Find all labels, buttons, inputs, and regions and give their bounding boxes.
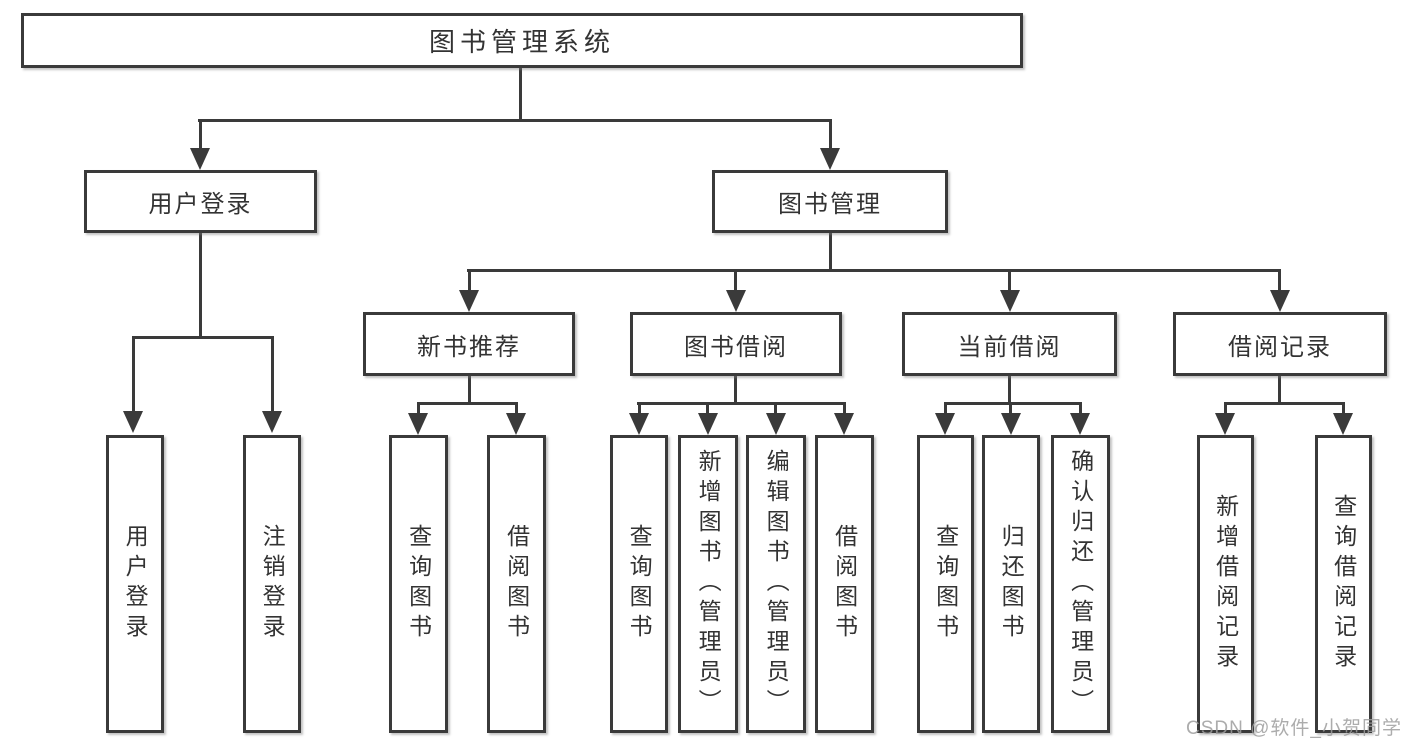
- arrow-user-login-head: [190, 148, 210, 170]
- leaf-br-add-record: 新增借阅记录: [1197, 435, 1254, 733]
- arrow-new-book-recommend-head: [459, 290, 479, 312]
- arrow-bb-add-stem: [706, 403, 709, 415]
- leaf-bb-edit-book-admin: 编辑图书（管理员）: [746, 435, 806, 733]
- arrow-cb-query-head: [935, 413, 955, 435]
- node-book-borrow: 图书借阅: [630, 312, 842, 376]
- arrow-cb-return-stem: [1009, 403, 1012, 415]
- arrow-user-login-stem: [199, 119, 202, 150]
- leaf-br-add-record-label: 新增借阅记录: [1212, 494, 1239, 674]
- connector-user-login-stem: [199, 233, 202, 338]
- node-library-system: 图书管理系统: [21, 13, 1023, 68]
- connector-borrow-records-stem: [1278, 376, 1281, 405]
- arrow-bb-edit-stem: [774, 403, 777, 415]
- leaf-bb-add-book-admin: 新增图书（管理员）: [678, 435, 738, 733]
- leaf-nb-query-books: 查询图书: [389, 435, 448, 733]
- connector-root-stem: [519, 68, 522, 122]
- arrow-book-borrow-stem: [734, 271, 737, 292]
- csdn-watermark: CSDN @软件_小贺同学: [1186, 718, 1402, 739]
- arrow-nb-query-stem: [417, 403, 420, 415]
- arrow-bb-borrow-stem: [843, 403, 846, 415]
- arrow-br-query-head: [1333, 413, 1353, 435]
- arrow-br-add-stem: [1224, 403, 1227, 415]
- arrow-leaf-user-login-stem: [132, 336, 135, 413]
- arrow-leaf-logout-head: [262, 411, 282, 433]
- node-borrow-records-label: 借阅记录: [1228, 333, 1332, 361]
- arrow-borrow-records-head: [1270, 290, 1290, 312]
- arrow-bb-borrow-head: [834, 413, 854, 435]
- arrow-current-borrow-stem: [1008, 271, 1011, 292]
- leaf-cb-return-books: 归还图书: [982, 435, 1040, 733]
- connector-level2-bar: [467, 269, 1281, 272]
- connector-new-book-recommend-bar: [417, 402, 518, 405]
- leaf-cb-query-books-label: 查询图书: [932, 524, 959, 644]
- node-book-borrow-label: 图书借阅: [684, 333, 788, 361]
- leaf-bb-borrow-books: 借阅图书: [815, 435, 874, 733]
- node-library-system-label: 图书管理系统: [428, 27, 615, 57]
- node-user-login: 用户登录: [84, 170, 317, 233]
- leaf-br-query-record: 查询借阅记录: [1315, 435, 1372, 733]
- leaf-bb-edit-book-admin-label: 编辑图书（管理员）: [763, 449, 790, 719]
- arrow-new-book-recommend-stem: [468, 271, 471, 292]
- arrow-nb-borrow-head: [506, 413, 526, 435]
- node-current-borrow: 当前借阅: [902, 312, 1117, 376]
- leaf-cb-query-books: 查询图书: [917, 435, 974, 733]
- connector-book-borrow-stem: [734, 376, 737, 405]
- leaf-cb-confirm-return-admin-label: 确认归还（管理员）: [1067, 449, 1094, 719]
- connector-user-login-bar: [132, 336, 274, 339]
- arrow-br-query-stem: [1342, 403, 1345, 415]
- arrow-cb-confirm-stem: [1079, 403, 1082, 415]
- leaf-bb-add-book-admin-label: 新增图书（管理员）: [695, 449, 722, 719]
- connector-borrow-records-bar: [1224, 402, 1345, 405]
- arrow-bb-query-head: [629, 413, 649, 435]
- arrow-nb-borrow-stem: [515, 403, 518, 415]
- arrow-book-borrow-head: [726, 290, 746, 312]
- leaf-logout: 注销登录: [243, 435, 301, 733]
- arrow-cb-query-stem: [944, 403, 947, 415]
- arrow-bb-add-head: [698, 413, 718, 435]
- leaf-br-query-record-label: 查询借阅记录: [1330, 494, 1357, 674]
- leaf-nb-borrow-books: 借阅图书: [487, 435, 546, 733]
- leaf-nb-query-books-label: 查询图书: [405, 524, 432, 644]
- node-new-book-recommend-label: 新书推荐: [417, 333, 521, 361]
- arrow-cb-return-head: [1001, 413, 1021, 435]
- connector-current-borrow-bar: [944, 402, 1082, 405]
- leaf-bb-query-books-label: 查询图书: [626, 524, 653, 644]
- arrow-leaf-user-login-head: [123, 411, 143, 433]
- connector-book-management-stem: [829, 232, 832, 272]
- node-current-borrow-label: 当前借阅: [957, 333, 1062, 361]
- leaf-cb-confirm-return-admin: 确认归还（管理员）: [1051, 435, 1110, 733]
- leaf-bb-borrow-books-label: 借阅图书: [831, 524, 858, 644]
- arrow-borrow-records-stem: [1278, 271, 1281, 292]
- arrow-current-borrow-head: [1000, 290, 1020, 312]
- node-user-login-label: 用户登录: [148, 191, 253, 218]
- node-new-book-recommend: 新书推荐: [363, 312, 575, 376]
- connector-new-book-recommend-stem: [468, 376, 471, 405]
- arrow-leaf-logout-stem: [271, 336, 274, 413]
- node-borrow-records: 借阅记录: [1173, 312, 1387, 376]
- leaf-user-login: 用户登录: [106, 435, 164, 733]
- node-book-management: 图书管理: [712, 170, 948, 233]
- arrow-book-management-head: [820, 148, 840, 170]
- connector-current-borrow-stem: [1008, 376, 1011, 405]
- leaf-logout-label: 注销登录: [259, 524, 286, 644]
- leaf-nb-borrow-books-label: 借阅图书: [503, 524, 530, 644]
- arrow-br-add-head: [1215, 413, 1235, 435]
- arrow-bb-query-stem: [638, 403, 641, 415]
- leaf-bb-query-books: 查询图书: [610, 435, 668, 733]
- node-book-management-label: 图书管理: [778, 191, 882, 218]
- arrow-cb-confirm-head: [1070, 413, 1090, 435]
- leaf-cb-return-books-label: 归还图书: [998, 524, 1025, 644]
- connector-level1-bar: [198, 119, 832, 122]
- arrow-nb-query-head: [408, 413, 428, 435]
- connector-book-borrow-bar: [637, 402, 846, 405]
- leaf-user-login-label: 用户登录: [122, 524, 149, 644]
- arrow-bb-edit-head: [766, 413, 786, 435]
- arrow-book-management-stem: [829, 119, 832, 150]
